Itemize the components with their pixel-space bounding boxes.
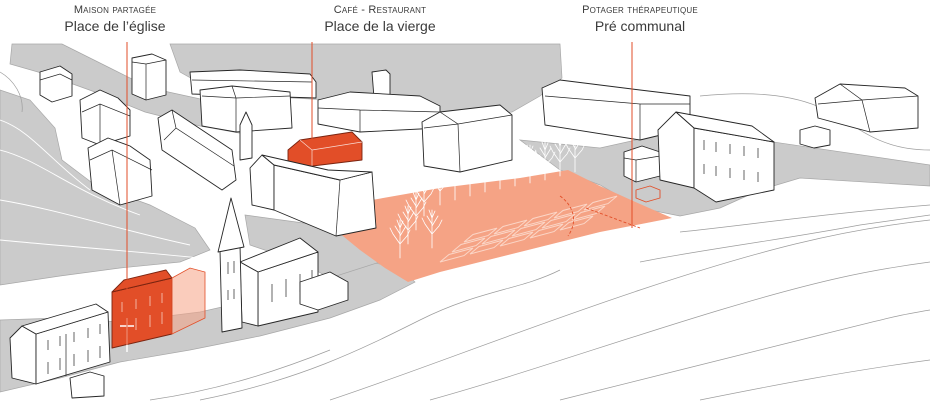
garden-plot [499,231,534,247]
garden-plots [439,195,618,263]
label-title: Café - Restaurant [333,4,427,16]
building-front-of-cafe-line [335,179,341,237]
block-building [421,104,513,173]
contour-line [679,204,930,233]
bell-tower [239,111,253,161]
contour-line [0,149,141,216]
contour-line [149,349,331,401]
house-roof-line [81,103,131,145]
garden-plot [493,219,528,235]
label-subtitle: Place de l’église [64,17,166,34]
potager-path-arc [559,195,575,237]
cafe-group [249,131,377,237]
church-annex [299,271,349,311]
house [131,53,167,101]
potager-shed-line [623,155,661,182]
row-houses-gable [9,325,37,385]
label-subtitle: Pré communal [594,17,686,34]
house-roof-line [89,149,153,206]
hillside-west [0,89,211,286]
church [217,197,349,333]
building-front-of-cafe [249,154,275,211]
row-houses-roof [21,303,109,335]
potager-path-line [585,207,641,229]
garden-plot [463,227,498,243]
building-roof-line [317,107,441,132]
contour-line [199,269,561,401]
building [317,91,441,133]
garden-plot [583,195,618,211]
label-title: Maison partagée [73,4,157,16]
houses-north-west [39,53,237,206]
maison-partagee-extension [171,267,206,335]
church-tower-openings [227,261,235,300]
contour-line [559,309,930,401]
label-maison-partagee: Maison partagée Place de l’église [40,4,190,34]
small-shed [69,371,105,399]
contour-line [329,219,930,401]
garden-plot [523,211,558,227]
buildings-east [541,79,919,203]
contour-line [699,359,930,401]
garden-plot [451,237,486,253]
block-building-roof-line [423,111,513,173]
far-east-house [814,83,919,133]
contour-line [0,71,23,113]
long-building [541,79,691,141]
garden-plot [529,223,564,239]
potager-house-windows [703,140,759,182]
contour-lines [0,71,930,401]
church-nave-front [239,261,259,327]
building-front-of-cafe-roof [261,154,373,181]
contour-line [0,239,201,259]
house-roof-line [131,59,167,100]
contour-line [639,214,930,263]
label-title: Potager thérapeutique [582,4,698,16]
small-box-building [799,125,831,149]
church-windows [271,270,313,302]
contour-line [0,119,91,191]
church-tower [219,244,243,333]
cafe-restaurant-building [287,131,363,169]
garden-plot [559,215,594,231]
church-spire [217,197,245,253]
potager-shelter [635,185,661,203]
building-roof-line [191,79,313,83]
potager-house-roof [675,111,775,143]
label-potager-therapeutique: Potager thérapeutique Pré communal [545,4,735,34]
long-building-roof-line [544,95,690,140]
garden-plot [469,239,504,255]
garden-plot [553,203,588,219]
garden-plot [541,213,576,229]
maison-partagee-group [9,267,206,399]
row-houses-windows [47,324,101,376]
garden-plot [439,247,474,263]
label-subtitle: Place de la vierge [324,17,436,34]
potager-shed [623,145,661,183]
far-east-house-roof-line [817,83,919,133]
house [87,137,153,206]
maison-partagee-windows [121,293,163,330]
building-roof-line [201,85,291,132]
house [39,65,73,103]
long-building-roof-line [163,109,235,167]
leader-lines [126,42,633,345]
cafe-roof-line [299,139,363,166]
garden-plot [571,205,606,221]
garden-plot [511,221,546,237]
house [79,89,131,146]
contour-line [429,261,930,401]
garden-plot [481,229,516,245]
label-cafe-restaurant: Café - Restaurant Place de la vierge [305,4,455,34]
buildings-north [189,69,513,173]
contour-line [0,199,191,246]
house-roof-line [39,73,73,81]
